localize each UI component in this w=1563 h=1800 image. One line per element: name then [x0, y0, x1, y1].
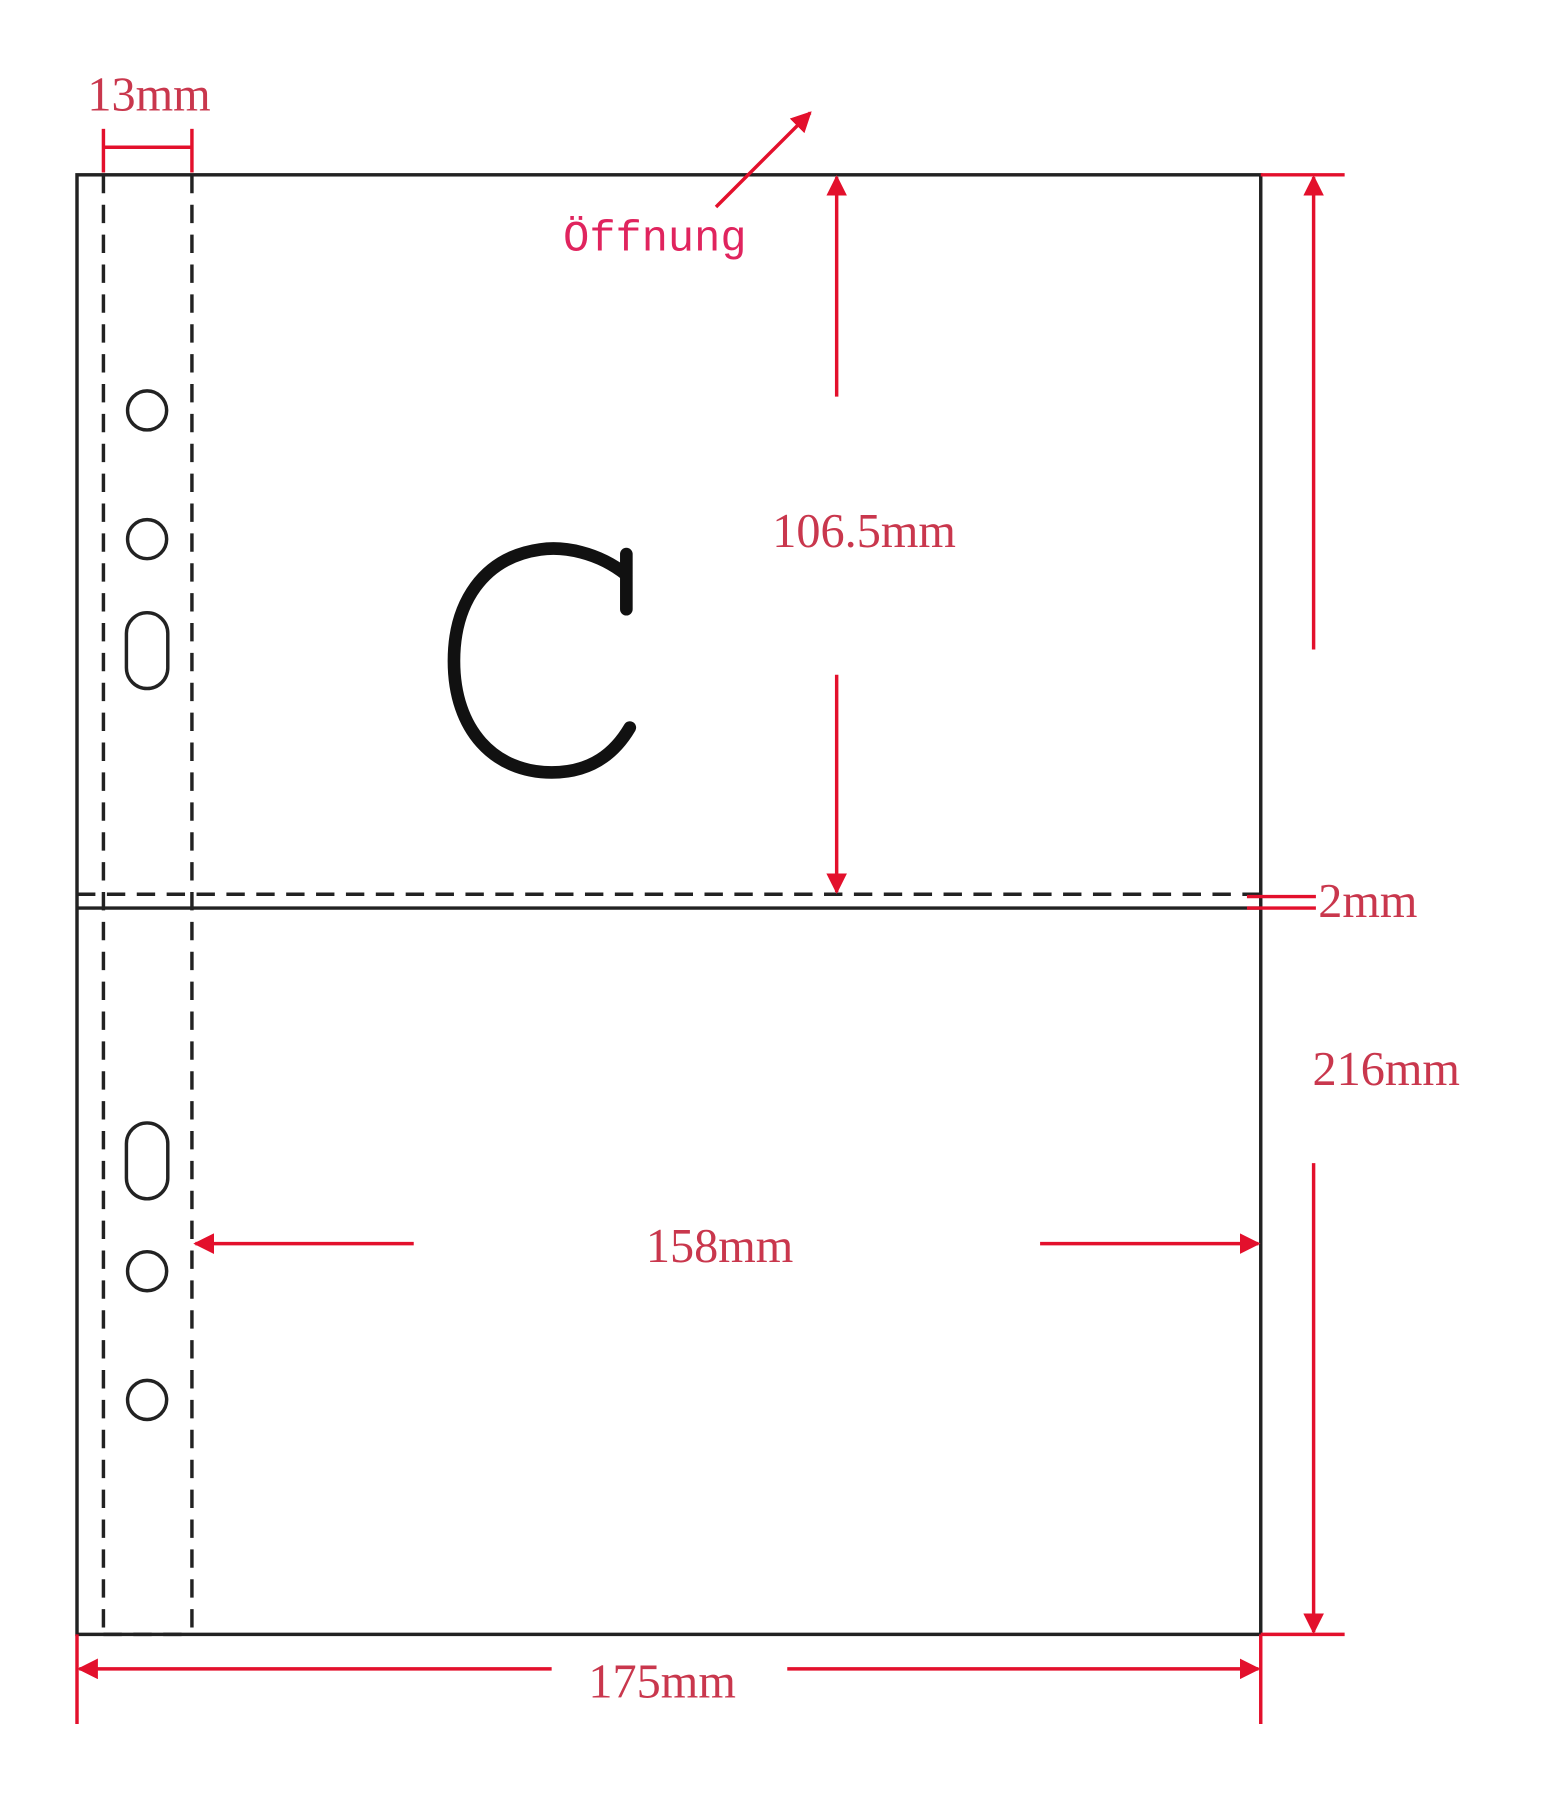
pocket-width-label: 158mm — [646, 1220, 793, 1273]
punch-hole — [125, 389, 169, 432]
punch-slot — [124, 1121, 170, 1201]
opening-label: Öffnung — [563, 215, 746, 265]
spine-width-label: 13mm — [87, 68, 210, 121]
punch-hole — [125, 517, 169, 561]
opening-arrow — [714, 111, 812, 209]
punch-hole — [125, 1378, 169, 1422]
pocket-height-label: 106.5mm — [772, 505, 956, 558]
total-height-label: 216mm — [1312, 1043, 1459, 1096]
punch-slot — [124, 610, 170, 691]
punch-hole — [125, 1249, 169, 1293]
pocket-letter-c — [447, 542, 637, 779]
sleeve-outline — [75, 173, 1263, 1637]
gap-label: 2mm — [1318, 875, 1417, 928]
total-width-label: 175mm — [588, 1656, 735, 1709]
